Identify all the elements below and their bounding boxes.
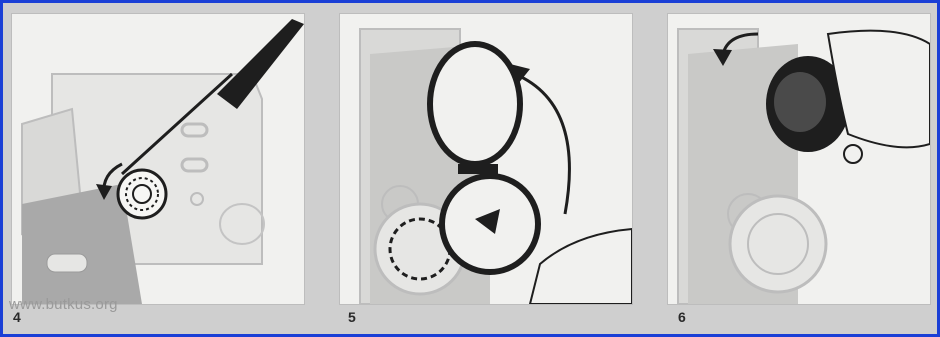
watermark-text: www.butkus.org bbox=[9, 296, 118, 313]
flip-lens-cap-illustration bbox=[340, 14, 632, 304]
attach-cap-illustration bbox=[668, 14, 930, 304]
knife-removing-lens-ring-illustration bbox=[12, 14, 304, 304]
manual-page-strip: www.butkus.org 4 5 6 bbox=[3, 3, 937, 334]
illustration-step-4 bbox=[11, 13, 305, 305]
illustration-step-6 bbox=[667, 13, 931, 305]
step-number-4: 4 bbox=[13, 309, 21, 325]
illustration-step-5 bbox=[339, 13, 633, 305]
step-number-6: 6 bbox=[678, 309, 686, 325]
step-number-5: 5 bbox=[348, 309, 356, 325]
